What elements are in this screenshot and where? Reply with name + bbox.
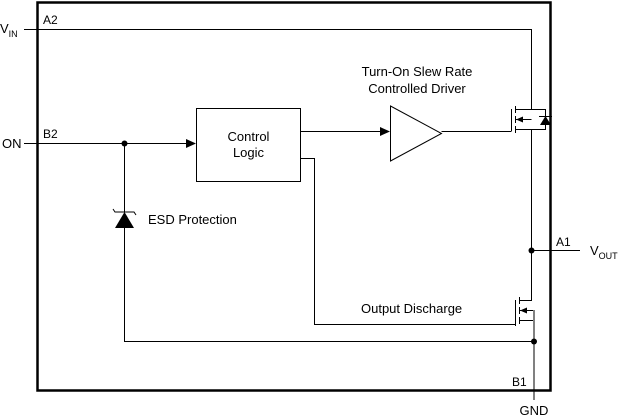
control-logic-line1: Control [228,129,270,144]
driver-input-arrow [380,127,390,136]
pin-b1-label: B1 [512,375,527,389]
driver-label-line1: Turn-On Slew Rate [362,64,473,79]
pass-mosfet-icon [511,105,552,135]
esd-diode-icon [115,212,134,228]
esd-ground-wire [124,228,534,342]
output-discharge-label: Output Discharge [361,301,462,316]
control-logic-block [196,108,301,182]
gnd-label: GND [520,403,549,418]
discharge-gate-wire [301,158,515,325]
pin-b2-label: B2 [43,127,58,141]
vin-label: VIN [0,21,18,39]
esd-protection-label: ESD Protection [148,212,237,227]
on-label: ON [2,136,22,151]
pin-a2-label: A2 [43,13,58,27]
driver-buffer-icon [390,105,443,162]
vout-label: VOUT [590,243,618,261]
control-input-arrow [186,139,196,148]
pin-a1-label: A1 [556,235,571,249]
gnd-junction-dot [531,338,537,345]
driver-label-line2: Controlled Driver [368,81,466,96]
device-boundary [36,1,552,392]
vin-rail-wire [37,29,532,105]
control-logic-line2: Logic [233,145,265,160]
esd-diode-bar [112,208,137,216]
discharge-mosfet-icon [515,297,533,326]
